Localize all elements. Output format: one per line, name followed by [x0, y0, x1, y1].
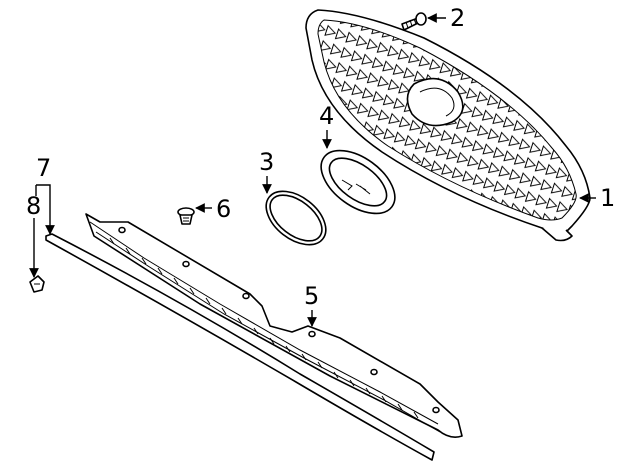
callout-5: 5 [304, 282, 319, 310]
emblem [320, 149, 396, 215]
emblem-ring [265, 190, 327, 246]
callout-6: 6 [216, 195, 231, 223]
leader-lines [29, 13, 596, 327]
callout-8: 8 [26, 192, 41, 220]
lower-panel [85, 213, 463, 438]
callout-1: 1 [600, 184, 615, 212]
callout-4: 4 [319, 102, 334, 130]
small-clip [29, 275, 45, 293]
clip [177, 207, 195, 225]
callout-7: 7 [36, 154, 51, 182]
callout-2: 2 [450, 4, 465, 32]
screw [401, 12, 427, 31]
callout-3: 3 [259, 148, 274, 176]
grille [305, 9, 591, 242]
molding-strip [45, 233, 435, 461]
